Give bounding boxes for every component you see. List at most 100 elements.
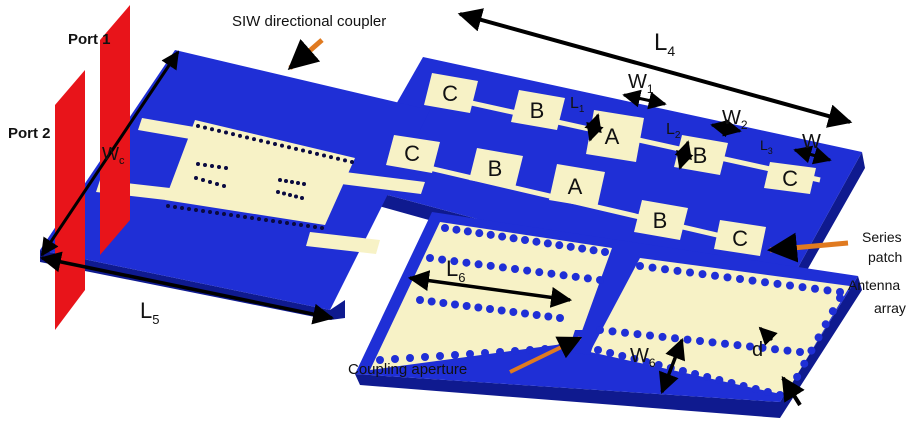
via-hole	[292, 222, 296, 226]
via-hole	[252, 137, 256, 142]
via-hole	[224, 166, 228, 170]
via-hole	[496, 348, 504, 356]
dim-L1	[584, 113, 604, 142]
via-hole	[426, 254, 434, 262]
via-hole	[466, 350, 474, 358]
via-hole	[306, 224, 310, 228]
via-hole	[555, 241, 564, 250]
patch: C	[764, 162, 816, 194]
series-label-3: Antenna	[848, 277, 900, 293]
via-hole	[601, 248, 609, 256]
feed-line-out	[306, 232, 380, 254]
via-hole	[376, 356, 384, 364]
via-hole	[498, 263, 507, 272]
via-hole	[498, 232, 507, 241]
via-hole	[798, 283, 807, 292]
dim-L4-label: L4	[654, 29, 675, 59]
via-hole	[451, 300, 459, 309]
dim-L6	[407, 270, 573, 308]
via-hole	[547, 269, 556, 278]
coupler-label: SIW directional coupler	[232, 13, 386, 30]
via-hole	[696, 337, 704, 345]
via-hole	[594, 346, 602, 354]
via-hole	[521, 309, 529, 318]
via-hole	[606, 349, 615, 357]
via-hole	[194, 176, 198, 180]
patch-label: C	[732, 226, 748, 251]
via-hole	[746, 342, 754, 351]
patch-label: C	[782, 166, 798, 191]
via-hole	[509, 308, 518, 316]
via-hole	[217, 128, 221, 133]
via-hole	[671, 334, 679, 343]
via-hole	[222, 184, 226, 188]
via-hole	[238, 133, 242, 138]
patch-label: B	[488, 156, 503, 181]
via-hole	[532, 237, 541, 246]
via-hole	[751, 385, 760, 393]
via-hole	[727, 379, 736, 387]
via-hole	[276, 190, 280, 194]
via-hole	[646, 331, 654, 340]
via-hole	[642, 358, 651, 366]
via-hole	[301, 148, 305, 153]
patch-label: B	[693, 143, 708, 168]
via-hole	[296, 181, 300, 185]
patch-label: B	[530, 98, 545, 123]
via-hole	[320, 226, 324, 230]
dim-d	[758, 326, 778, 346]
via-hole	[823, 286, 832, 295]
via-hole	[452, 225, 461, 234]
via-hole	[329, 155, 333, 160]
series-label-2: patch	[868, 249, 902, 265]
via-hole	[648, 263, 657, 272]
via-hole	[523, 266, 532, 275]
via-hole	[686, 268, 694, 277]
dim-W-label: W	[802, 131, 821, 153]
via-hole	[215, 211, 219, 215]
patch: B	[469, 148, 523, 188]
dim-W2-label: W2	[722, 107, 748, 132]
via-hole	[691, 370, 700, 378]
via-hole	[786, 281, 794, 290]
via-hole	[474, 260, 483, 269]
cavity-board-side	[355, 276, 862, 418]
via-hole	[438, 255, 447, 264]
dim-L6-label: L6	[446, 256, 465, 285]
via-hole	[796, 348, 804, 356]
port-2-label: Port 2	[8, 125, 51, 142]
via-hole	[559, 271, 568, 280]
via-hole	[284, 179, 288, 183]
via-hole	[421, 353, 429, 361]
via-hole	[621, 328, 629, 337]
via-hole	[807, 346, 816, 355]
via-hole	[683, 335, 692, 344]
via-hole	[715, 376, 724, 384]
via-hole	[259, 138, 263, 143]
via-hole	[583, 274, 592, 283]
via-hole	[566, 242, 575, 251]
via-hole	[210, 127, 214, 132]
via-hole	[475, 229, 484, 238]
via-hole	[748, 276, 757, 285]
via-hole	[618, 352, 627, 360]
via-hole	[497, 306, 506, 315]
via-hole	[271, 219, 275, 223]
via-hole	[210, 164, 214, 168]
via-hole	[313, 225, 317, 229]
via-hole	[308, 150, 312, 155]
via-hole	[450, 257, 459, 266]
via-hole	[427, 297, 436, 306]
dim-L5-vert	[40, 50, 180, 257]
via-hole	[711, 271, 719, 280]
via-hole	[463, 227, 472, 236]
dim-Wc-label: Wc	[102, 144, 125, 167]
feed-line-out2	[341, 172, 425, 194]
dim-L1-label: L1	[570, 95, 585, 115]
via-hole	[654, 361, 663, 369]
patch: B	[634, 200, 688, 240]
via-hole	[828, 307, 837, 316]
patch: A	[586, 110, 644, 162]
dim-L5	[39, 251, 335, 325]
